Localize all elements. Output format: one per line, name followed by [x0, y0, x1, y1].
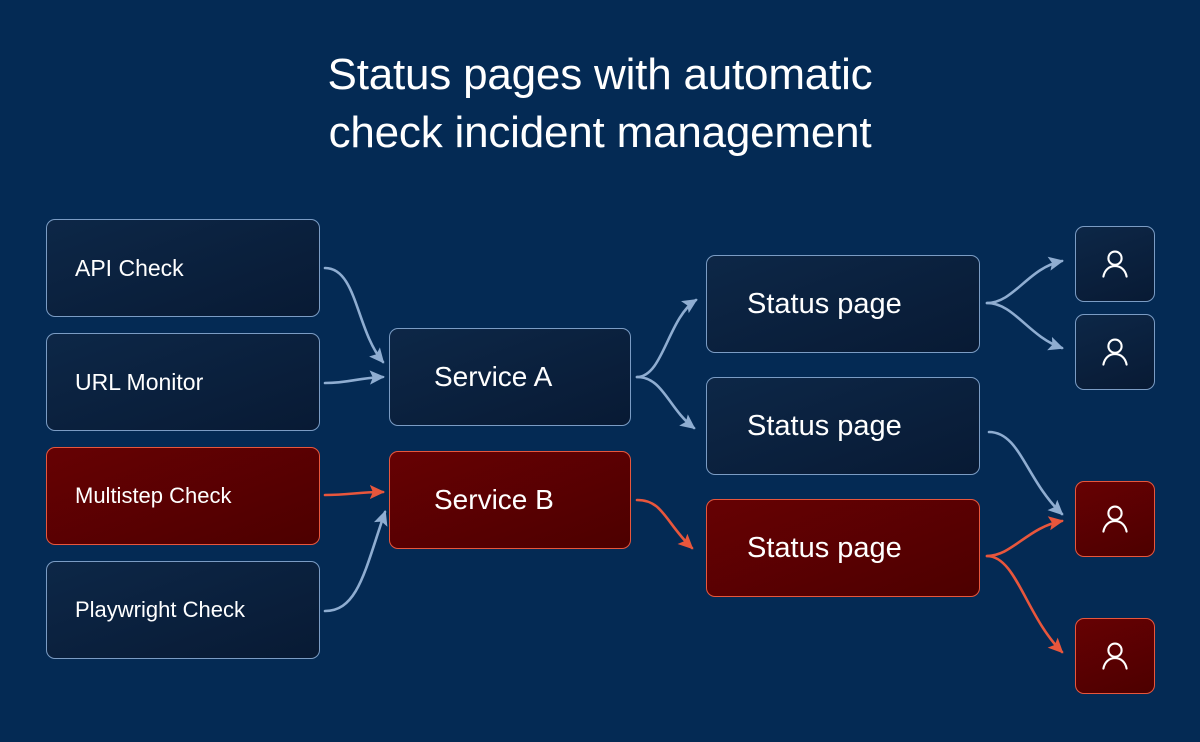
edge-status-page-3-to-user-4 [985, 554, 1064, 654]
node-playwright-check[interactable]: Playwright Check [46, 561, 320, 659]
user-icon [1095, 244, 1135, 284]
node-service-b[interactable]: Service B [389, 451, 631, 549]
page-title: Status pages with automatic check incide… [327, 50, 873, 157]
node-url-monitor[interactable]: URL Monitor [46, 333, 320, 431]
node-user-2[interactable] [1075, 314, 1155, 390]
edge-service-a-to-status-page-1 [635, 298, 698, 379]
edge-status-page-2-to-user-3 [987, 430, 1064, 516]
node-status-page-1-label: Status page [747, 288, 902, 320]
node-user-3[interactable] [1075, 481, 1155, 557]
node-status-page-2-label: Status page [747, 410, 902, 442]
user-icon [1095, 636, 1135, 676]
node-api-check[interactable]: API Check [46, 219, 320, 317]
edge-status-page-1-to-user-1 [985, 256, 1064, 305]
edge-status-page-1-to-user-2 [985, 301, 1064, 351]
node-status-page-2[interactable]: Status page [706, 377, 980, 475]
edge-url-monitor-to-service-a [323, 370, 385, 385]
user-icon [1095, 499, 1135, 539]
node-user-4[interactable] [1075, 618, 1155, 694]
node-api-check-label: API Check [75, 255, 184, 281]
node-multistep-check[interactable]: Multistep Check [46, 447, 320, 545]
node-status-page-1[interactable]: Status page [706, 255, 980, 353]
node-playwright-check-label: Playwright Check [75, 597, 245, 622]
node-multistep-check-label: Multistep Check [75, 483, 232, 508]
edge-multistep-check-to-service-b [323, 484, 385, 500]
edge-playwright-check-to-service-b [323, 510, 388, 613]
edge-service-b-to-status-page-3 [635, 498, 694, 550]
edge-status-page-3-to-user-3 [985, 516, 1064, 558]
edge-api-check-to-service-a [323, 266, 385, 364]
user-icon [1095, 332, 1135, 372]
node-user-1[interactable] [1075, 226, 1155, 302]
edge-service-a-to-status-page-2 [635, 375, 696, 430]
node-status-page-3-label: Status page [747, 532, 902, 564]
node-service-a-label: Service A [434, 361, 553, 392]
node-url-monitor-label: URL Monitor [75, 369, 204, 395]
node-status-page-3[interactable]: Status page [706, 499, 980, 597]
node-service-a[interactable]: Service A [389, 328, 631, 426]
node-service-b-label: Service B [434, 484, 554, 515]
